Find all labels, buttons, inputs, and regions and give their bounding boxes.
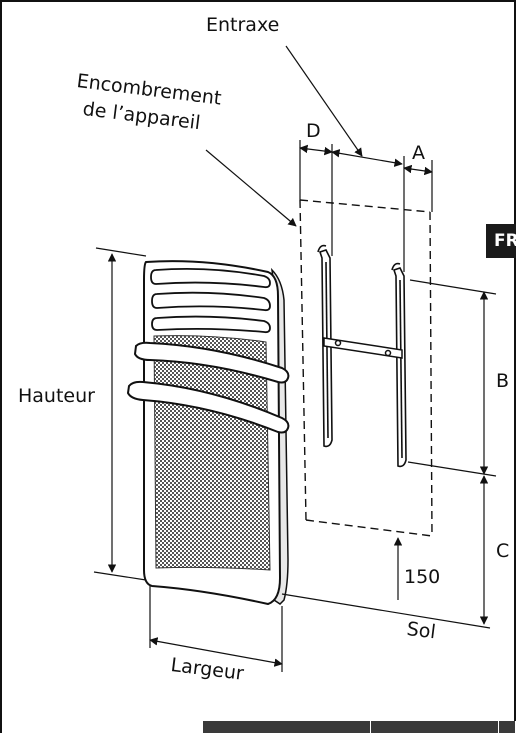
grille-slot-2 bbox=[151, 291, 271, 312]
hauteur-ext-bottom bbox=[93, 571, 147, 581]
label-sol: Sol bbox=[405, 618, 437, 644]
wall-bracket-left bbox=[317, 244, 333, 448]
label-hauteur: Hauteur bbox=[18, 385, 95, 407]
entraxe-leader bbox=[285, 45, 363, 157]
label-a: A bbox=[412, 142, 425, 164]
d-arrow bbox=[299, 144, 333, 156]
crossbar bbox=[323, 337, 403, 359]
entraxe-arrow bbox=[331, 149, 403, 167]
label-d: D bbox=[306, 120, 321, 142]
label-entraxe: Entraxe bbox=[206, 14, 280, 36]
label-150: 150 bbox=[404, 566, 441, 588]
language-tab: FR bbox=[486, 224, 516, 258]
towel-bar-1 bbox=[133, 341, 290, 384]
wall-bracket-right bbox=[391, 262, 407, 468]
hauteur-ext-top bbox=[95, 247, 147, 257]
grille-slot-3 bbox=[151, 315, 271, 334]
b-ext-bottom bbox=[407, 461, 497, 477]
footprint-outline bbox=[299, 199, 433, 537]
table-header-cell bbox=[499, 721, 516, 733]
table-header-cell bbox=[203, 721, 371, 733]
table-header-cell bbox=[371, 721, 499, 733]
a-arrow bbox=[403, 164, 433, 176]
floor-line bbox=[281, 593, 491, 629]
towel-bar-2 bbox=[126, 380, 290, 434]
largeur-arrow bbox=[149, 637, 283, 667]
label-b: B bbox=[496, 370, 510, 392]
table-header-strip bbox=[203, 721, 516, 733]
grille-slot-1 bbox=[150, 267, 271, 289]
radiator bbox=[126, 260, 290, 606]
label-c: C bbox=[496, 540, 510, 562]
encombrement-leader bbox=[205, 149, 297, 227]
b-ext-top bbox=[409, 279, 497, 295]
